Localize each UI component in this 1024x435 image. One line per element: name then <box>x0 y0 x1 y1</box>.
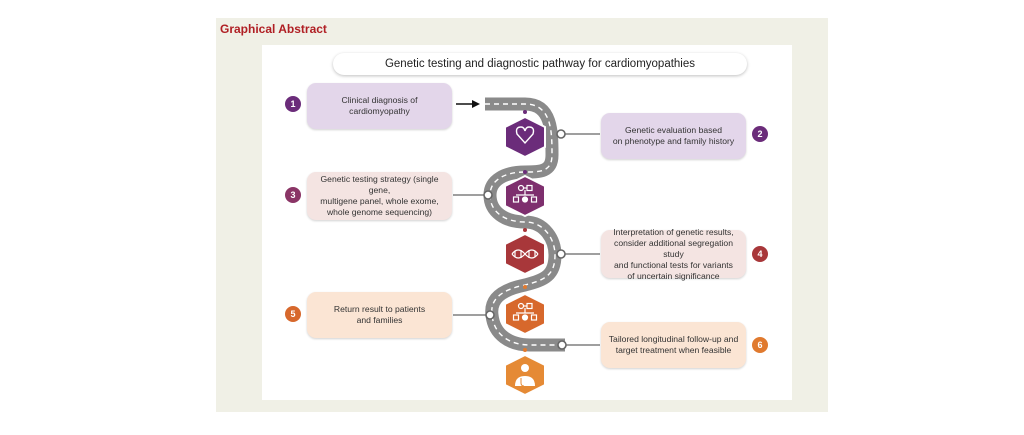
step-3-box: Genetic testing strategy (single gene, m… <box>307 172 452 220</box>
step-4-box: Interpretation of genetic results, consi… <box>601 227 746 281</box>
step-1-box: Clinical diagnosis of cardiomyopathy <box>307 83 452 129</box>
graphical-abstract-heading: Graphical Abstract <box>220 22 327 36</box>
doctor-icon <box>515 364 535 387</box>
step-2-box: Genetic evaluation based on phenotype an… <box>601 113 746 159</box>
connector-5 <box>485 310 495 320</box>
step-6-box: Tailored longitudinal follow-up and targ… <box>601 322 746 368</box>
connector-3 <box>483 190 493 200</box>
step-1-number: 1 <box>285 96 301 112</box>
diagram-title: Genetic testing and diagnostic pathway f… <box>333 53 747 75</box>
connector-6 <box>557 340 567 350</box>
hex-pedigree-result <box>504 292 546 336</box>
step-2-number: 2 <box>752 126 768 142</box>
step-6-number: 6 <box>752 337 768 353</box>
hex-heart <box>504 115 546 159</box>
connector-4 <box>556 249 566 259</box>
pedigree-icon <box>512 184 538 203</box>
step-4-number: 4 <box>752 246 768 262</box>
heart-icon <box>515 126 535 145</box>
step-5-box: Return result to patients and families <box>307 292 452 338</box>
hex-dna <box>504 232 546 276</box>
step-3-number: 3 <box>285 187 301 203</box>
hex-pedigree <box>504 174 546 218</box>
step-5-number: 5 <box>285 306 301 322</box>
pedigree-result-icon <box>512 302 538 321</box>
start-arrow-head <box>472 100 480 108</box>
hex-doctor <box>504 353 546 397</box>
dna-icon <box>511 249 539 259</box>
connector-2 <box>556 129 566 139</box>
